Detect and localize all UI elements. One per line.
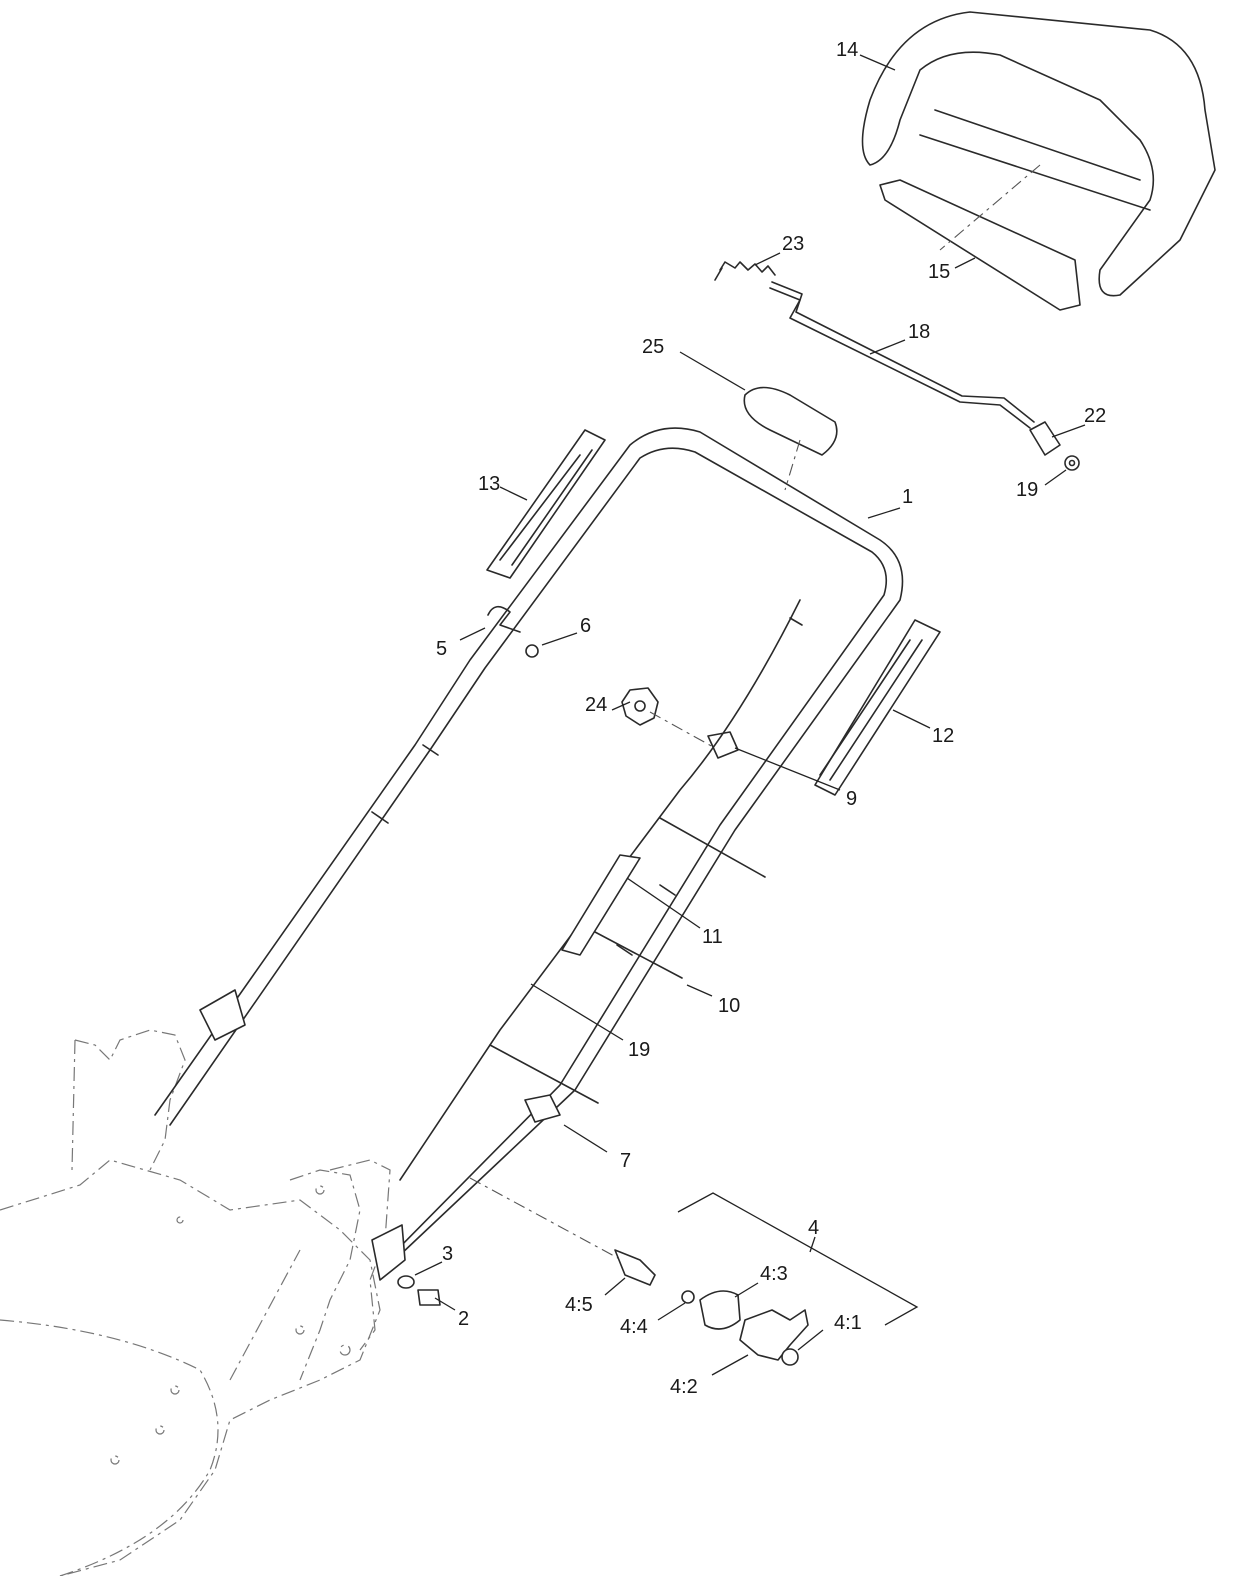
control-rod (769, 281, 1035, 429)
leader-lines (414, 54, 1086, 1376)
callout-13: 19 (1016, 479, 1038, 501)
callout-15: 23 (782, 233, 804, 255)
bolt-and-washer (397, 1275, 441, 1306)
foam-grip (743, 386, 838, 456)
callout-7: 7 (620, 1150, 631, 1172)
callout-4-bracket (677, 1192, 919, 1326)
callout-10: 14 (836, 39, 858, 61)
callout-3: 3 (442, 1243, 453, 1265)
callout-4-3: 4:3 (760, 1263, 788, 1285)
nut-handle (525, 644, 539, 658)
spring (714, 261, 776, 281)
bail-control (861, 11, 1216, 297)
cable-ties (489, 817, 766, 1104)
washer-top (1064, 455, 1080, 471)
callout-24: 24 (585, 694, 607, 716)
callout-14: 22 (1084, 405, 1106, 427)
handle-knob (621, 687, 659, 726)
callout-2: 2 (458, 1308, 469, 1330)
callout-23: 11 (702, 926, 723, 948)
callout-4-5: 4:5 (565, 1294, 593, 1316)
callout-12: 18 (908, 321, 930, 343)
callout-4-2: 4:2 (670, 1376, 698, 1398)
rod-bushing (1029, 421, 1061, 456)
handle-main (154, 427, 904, 1281)
callout-9: 13 (478, 473, 500, 495)
callout-6: 6 (580, 615, 591, 637)
callout-1: 1 (902, 486, 913, 508)
grip-cover-right (814, 619, 941, 796)
decal-handle (561, 854, 641, 956)
lever-assembly (614, 1249, 809, 1366)
callout-8: 12 (932, 725, 954, 747)
mower-deck-ghost (0, 1029, 391, 1576)
callout-4-1: 4:1 (834, 1312, 862, 1334)
callout-5: 5 (436, 638, 447, 660)
callout-19: 19 (628, 1039, 650, 1061)
cable-clip (524, 1094, 561, 1123)
callout-18: 9 (846, 788, 857, 810)
cable-guide (707, 731, 739, 759)
callout-4-4: 4:4 (620, 1316, 648, 1338)
callout-4: 4 (808, 1217, 819, 1239)
callout-11: 15 (928, 261, 950, 283)
grip-cover-left (486, 429, 606, 579)
callout-22: 10 (718, 995, 740, 1017)
callout-labels: 14 15 23 18 25 22 19 1 13 5 6 24 12 9 11… (436, 39, 1106, 1398)
decal-bail (879, 179, 1081, 311)
clip-pin (487, 605, 521, 633)
callout-25: 25 (642, 336, 664, 358)
control-cable (399, 599, 803, 1181)
